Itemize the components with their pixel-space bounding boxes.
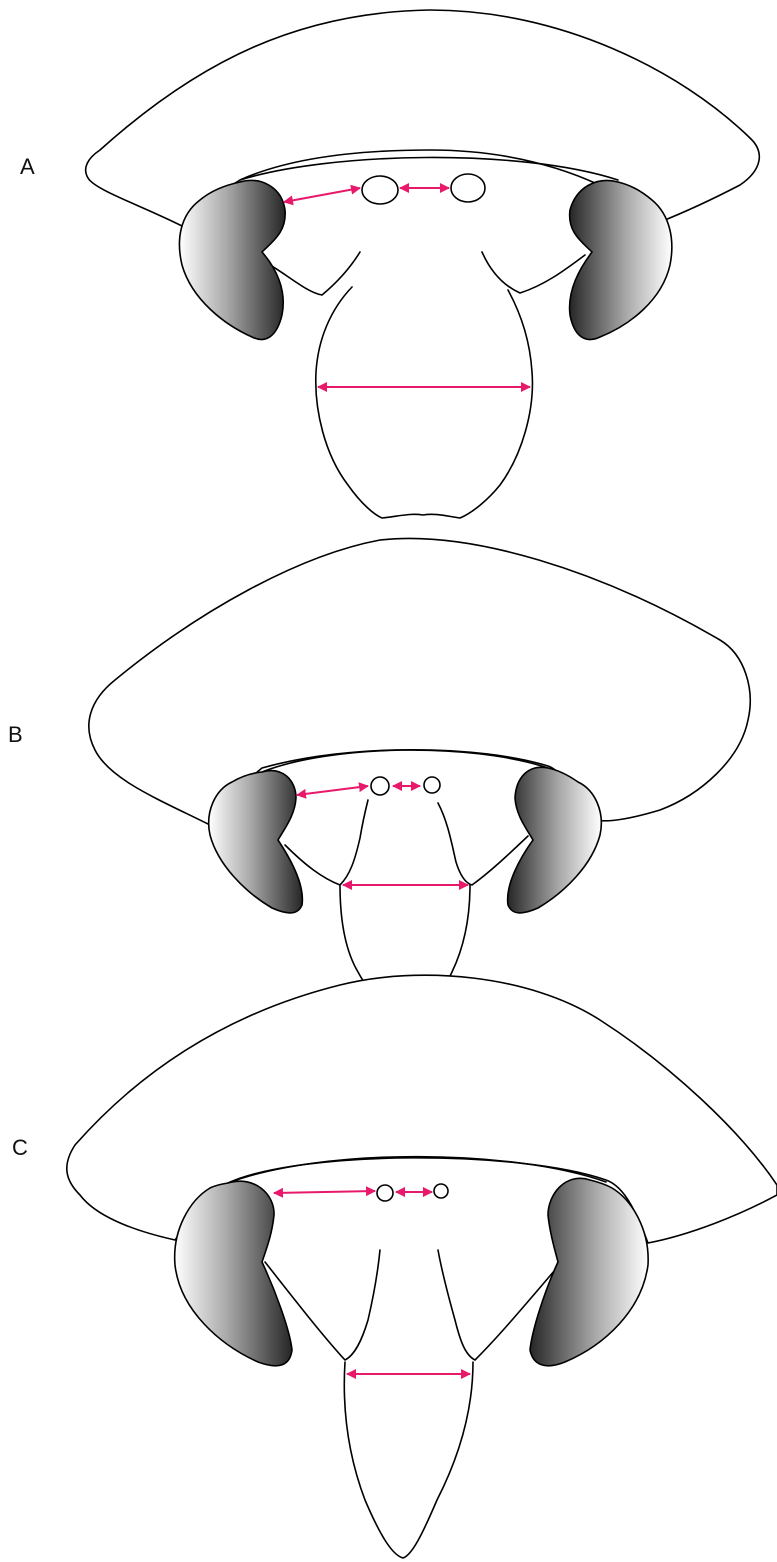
compound-eye-right-c xyxy=(529,1177,649,1367)
gena-left-c xyxy=(264,1249,381,1361)
ocellus-right-a xyxy=(450,173,486,203)
gena-left-a xyxy=(257,251,361,296)
head-hind-margin-a xyxy=(239,156,619,181)
pronotum-shield-a xyxy=(84,9,761,227)
compound-eye-right-b xyxy=(506,766,602,914)
head-hind-margin-c xyxy=(227,1155,607,1184)
panel-label-b: B xyxy=(8,722,23,747)
panel-a xyxy=(84,9,761,519)
panel-label-a: A xyxy=(20,154,35,179)
panel-label-c: C xyxy=(12,1135,28,1160)
compound-eye-left-b xyxy=(208,769,304,914)
measure-eye-ocellus-c xyxy=(273,1186,376,1198)
pronotum-shield-b xyxy=(88,537,751,826)
pronotum-shield-c xyxy=(66,974,777,1244)
gena-right-c xyxy=(437,1249,556,1361)
compound-eye-left-a xyxy=(178,179,286,341)
ocellus-left-a xyxy=(361,175,399,205)
frons-clypeus-a xyxy=(314,286,534,519)
compound-eye-right-a xyxy=(568,179,673,341)
measure-eye-ocellus-a xyxy=(283,184,361,206)
ocellus-left-b xyxy=(370,776,390,796)
ocellus-right-b xyxy=(423,776,441,794)
compound-eye-left-c xyxy=(173,1180,293,1367)
gena-left-b xyxy=(284,799,369,886)
gena-right-b xyxy=(437,802,529,886)
gena-right-a xyxy=(481,251,586,294)
measure-eye-ocellus-b xyxy=(296,782,369,799)
head-hind-margin-b xyxy=(261,749,549,773)
panel-b xyxy=(88,537,751,1014)
panel-c xyxy=(66,974,777,1559)
ocellus-left-c xyxy=(376,1184,394,1202)
frons-clypeus-c xyxy=(343,1361,474,1559)
ocellus-right-c xyxy=(433,1183,449,1199)
